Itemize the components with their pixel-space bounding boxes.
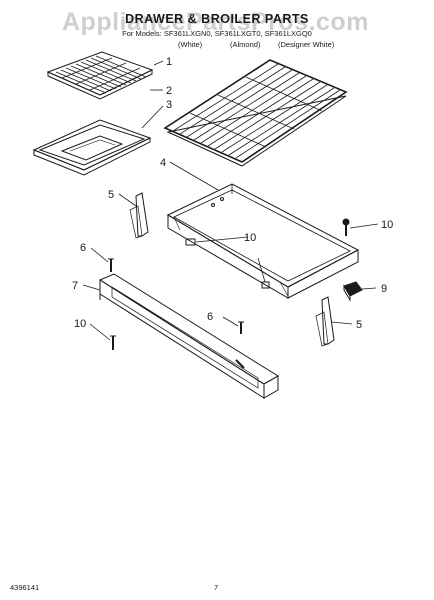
drawer-tray — [166, 183, 360, 299]
color-almond: (Almond) — [230, 40, 261, 49]
callout-10-center: 10 — [244, 232, 256, 244]
drawer-front-panel — [98, 273, 279, 399]
leader-lines — [82, 60, 379, 341]
page-title: DRAWER & BROILER PARTS — [125, 12, 309, 26]
callout-4: 4 — [160, 157, 166, 169]
callout-10-left: 10 — [74, 318, 86, 330]
color-white: (White) — [178, 40, 203, 49]
screw-lower — [238, 321, 244, 334]
broiler-pan-grid — [46, 51, 154, 100]
callout-6-upper: 6 — [80, 242, 86, 254]
model-list: For Models: SF361LXGN0, SF361LXGT0, SF36… — [122, 29, 312, 38]
fastener-drawer-bottom — [261, 281, 270, 289]
broiler-pan — [32, 119, 152, 176]
fastener-upper-right — [342, 218, 350, 236]
watermark: AppliancePartsPros.com — [62, 8, 369, 36]
callout-6-lower: 6 — [207, 311, 213, 323]
callout-3: 3 — [166, 99, 172, 111]
oven-rack — [163, 59, 348, 167]
callout-1: 1 — [166, 56, 172, 68]
drawer-slide-bracket-left — [129, 192, 149, 239]
callout-7: 7 — [72, 280, 78, 292]
callout-5-left: 5 — [108, 189, 114, 201]
color-designer-white: (Designer White) — [278, 40, 335, 49]
fastener-drawer-side — [185, 238, 196, 246]
callout-2: 2 — [166, 85, 172, 97]
screw-upper — [108, 258, 114, 272]
document-number: 4396141 — [10, 583, 40, 592]
callout-10-right: 10 — [381, 219, 393, 231]
callout-5-right: 5 — [356, 319, 362, 331]
page-number: 7 — [214, 583, 219, 592]
drawer-stop-clip — [343, 281, 363, 302]
drawer-slide-bracket-right — [315, 296, 335, 347]
callout-9: 9 — [381, 283, 387, 295]
fastener-left — [110, 335, 116, 350]
